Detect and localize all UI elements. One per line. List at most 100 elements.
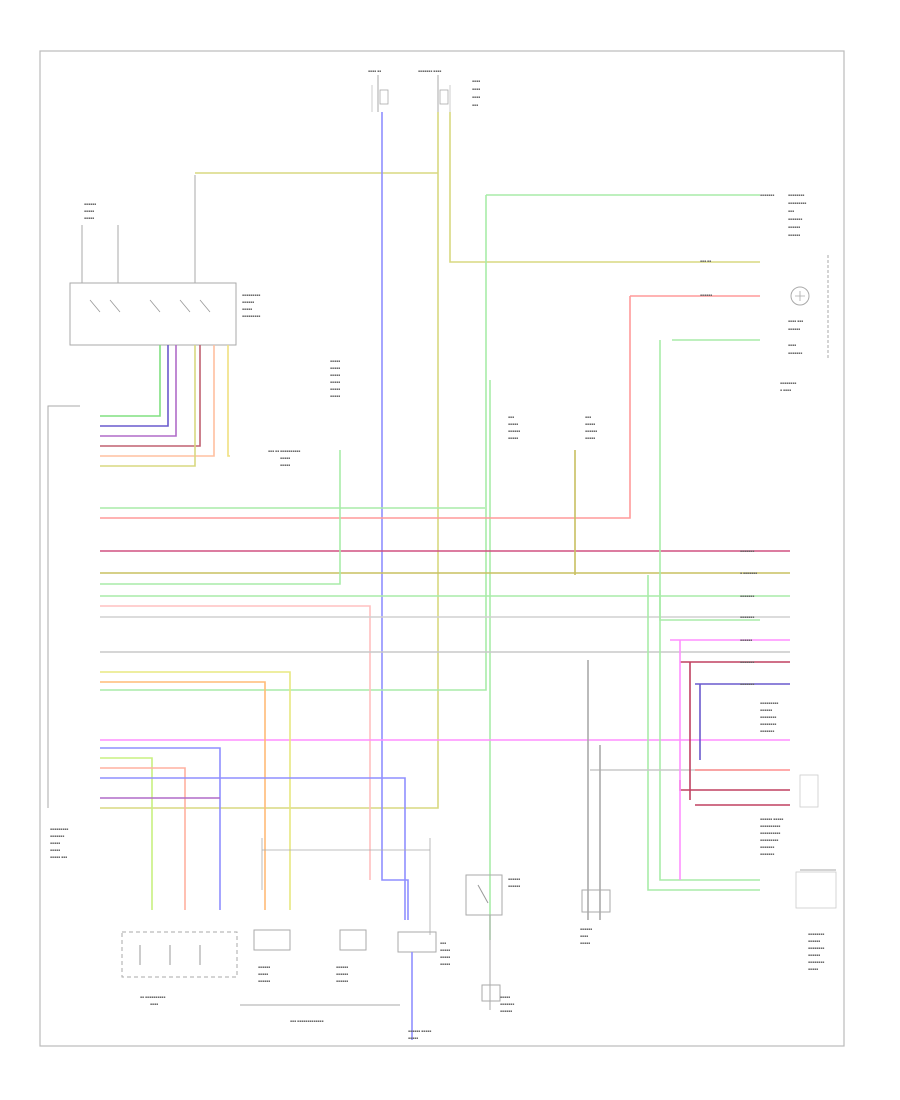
svg-text:▪▪▪▪▪: ▪▪▪▪▪: [50, 841, 60, 845]
svg-text:▪▪▪▪▪▪▪▪▪: ▪▪▪▪▪▪▪▪▪: [760, 838, 778, 842]
diagram-border: [39, 50, 845, 1047]
svg-text:▪▪▪: ▪▪▪: [472, 103, 478, 107]
svg-text:▪▪▪▪▪▪: ▪▪▪▪▪▪: [700, 293, 712, 297]
svg-text:▪▪▪▪▪▪▪: ▪▪▪▪▪▪▪: [740, 549, 754, 553]
svg-text:▪▪▪▪▪▪▪ ▪▪▪▪: ▪▪▪▪▪▪▪ ▪▪▪▪: [418, 69, 441, 73]
svg-text:▪▪▪▪: ▪▪▪▪: [472, 79, 480, 83]
svg-text:▪▪▪▪▪: ▪▪▪▪▪: [408, 1036, 418, 1040]
svg-text:▪▪▪▪▪▪▪▪▪: ▪▪▪▪▪▪▪▪▪: [242, 293, 260, 297]
svg-text:▪▪▪▪: ▪▪▪▪: [788, 343, 796, 347]
svg-text:▪▪▪: ▪▪▪: [440, 941, 446, 945]
svg-text:▪▪▪▪▪▪▪▪▪: ▪▪▪▪▪▪▪▪▪: [788, 201, 806, 205]
svg-text:▪▪▪▪▪▪: ▪▪▪▪▪▪: [508, 884, 520, 888]
svg-text:▪▪▪▪▪▪▪: ▪▪▪▪▪▪▪: [760, 852, 774, 856]
svg-text:▪▪▪▪▪▪ ▪▪▪▪▪: ▪▪▪▪▪▪ ▪▪▪▪▪: [760, 817, 783, 821]
svg-text:▪▪▪▪▪: ▪▪▪▪▪: [84, 216, 94, 220]
svg-text:▪▪▪▪ ▪▪▪: ▪▪▪▪ ▪▪▪: [788, 319, 803, 323]
svg-text:▪▪▪▪▪▪: ▪▪▪▪▪▪: [336, 965, 348, 969]
svg-text:▪▪▪▪▪▪: ▪▪▪▪▪▪: [788, 225, 800, 229]
svg-text:▪▪▪▪▪▪: ▪▪▪▪▪▪: [585, 429, 597, 433]
svg-text:▪▪▪▪▪▪▪: ▪▪▪▪▪▪▪: [740, 615, 754, 619]
svg-text:▪▪▪▪▪ ▪▪▪: ▪▪▪▪▪ ▪▪▪: [50, 855, 67, 859]
svg-text:▪▪▪▪▪: ▪▪▪▪▪: [580, 941, 590, 945]
svg-text:▪▪▪▪▪: ▪▪▪▪▪: [440, 962, 450, 966]
svg-text:▪▪▪▪▪▪: ▪▪▪▪▪▪: [808, 939, 820, 943]
svg-text:▪▪▪▪: ▪▪▪▪: [580, 934, 588, 938]
svg-text:▪▪▪▪▪▪: ▪▪▪▪▪▪: [258, 979, 270, 983]
svg-text:▪▪▪▪▪▪: ▪▪▪▪▪▪: [336, 979, 348, 983]
data-link-connector: [790, 255, 829, 360]
svg-text:▪▪▪▪▪: ▪▪▪▪▪: [258, 972, 268, 976]
svg-text:▪▪▪▪▪▪: ▪▪▪▪▪▪: [508, 429, 520, 433]
svg-text:▪▪▪▪▪: ▪▪▪▪▪: [242, 307, 252, 311]
svg-text:▪▪▪▪▪: ▪▪▪▪▪: [440, 955, 450, 959]
svg-text:▪▪▪▪▪▪▪: ▪▪▪▪▪▪▪: [788, 351, 802, 355]
svg-text:▪▪▪▪▪▪: ▪▪▪▪▪▪: [258, 965, 270, 969]
svg-text:▪▪▪▪▪: ▪▪▪▪▪: [330, 380, 340, 384]
fuse-block: ▪▪▪▪ ▪▪ ▪▪▪▪▪▪▪ ▪▪▪▪ ▪▪▪▪ ▪▪▪▪ ▪▪▪▪ ▪▪▪: [368, 69, 480, 112]
svg-text:▪▪▪▪▪▪▪▪▪▪: ▪▪▪▪▪▪▪▪▪▪: [760, 824, 780, 828]
svg-text:▪▪▪: ▪▪▪: [585, 415, 591, 419]
svg-text:▪▪▪▪▪: ▪▪▪▪▪: [508, 436, 518, 440]
svg-text:▪▪▪▪▪▪▪: ▪▪▪▪▪▪▪: [760, 729, 774, 733]
svg-text:▪▪▪▪▪▪: ▪▪▪▪▪▪: [740, 638, 752, 642]
svg-text:▪▪▪▪▪▪▪: ▪▪▪▪▪▪▪: [740, 682, 754, 686]
svg-text:▪▪▪▪▪▪: ▪▪▪▪▪▪: [760, 708, 772, 712]
svg-text:▪▪▪▪▪: ▪▪▪▪▪: [440, 948, 450, 952]
svg-text:▪▪▪▪▪: ▪▪▪▪▪: [280, 456, 290, 460]
svg-text:▪▪▪: ▪▪▪: [508, 415, 514, 419]
vehicle-speed-sensor: [465, 874, 503, 1010]
svg-text:▪ ▪▪▪▪▪▪▪: ▪ ▪▪▪▪▪▪▪: [740, 571, 757, 575]
svg-text:▪▪▪▪▪▪▪▪: ▪▪▪▪▪▪▪▪: [808, 932, 824, 936]
svg-text:▪▪▪▪▪▪: ▪▪▪▪▪▪: [788, 327, 800, 331]
svg-text:▪▪▪▪▪▪▪: ▪▪▪▪▪▪▪: [760, 193, 774, 197]
svg-text:▪▪▪▪▪: ▪▪▪▪▪: [330, 366, 340, 370]
svg-text:▪▪▪▪▪▪▪▪▪: ▪▪▪▪▪▪▪▪▪: [242, 314, 260, 318]
svg-text:▪▪▪▪▪▪: ▪▪▪▪▪▪: [580, 927, 592, 931]
engine-control-module: [795, 774, 837, 909]
transmission-control-module: ▪▪▪▪▪▪▪▪▪ ▪▪▪▪▪▪▪ ▪▪▪▪▪ ▪▪▪▪▪ ▪▪▪▪▪ ▪▪▪: [47, 405, 80, 859]
lock-up-solenoid: [397, 931, 437, 1040]
svg-text:▪▪▪▪▪: ▪▪▪▪▪: [280, 463, 290, 467]
svg-text:▪▪▪▪▪▪▪: ▪▪▪▪▪▪▪: [740, 594, 754, 598]
illegible-labels: ▪▪▪▪▪▪▪ ▪▪▪▪▪▪▪▪ ▪▪▪▪▪▪▪▪▪ ▪▪▪ ▪▪▪▪▪▪▪ ▪…: [140, 193, 824, 1040]
svg-text:▪▪▪▪▪: ▪▪▪▪▪: [585, 422, 595, 426]
svg-text:▪▪▪▪▪▪▪▪▪▪: ▪▪▪▪▪▪▪▪▪▪: [760, 831, 780, 835]
svg-text:▪▪ ▪▪▪▪▪▪▪▪▪▪: ▪▪ ▪▪▪▪▪▪▪▪▪▪: [140, 995, 165, 999]
transmission-range-switch: ▪▪▪▪▪▪ ▪▪▪▪▪ ▪▪▪▪▪ ▪▪▪▪▪▪▪▪▪ ▪▪▪▪▪▪ ▪▪▪▪…: [69, 175, 260, 346]
brake-switch: [581, 889, 611, 913]
svg-text:▪▪▪▪▪: ▪▪▪▪▪: [508, 422, 518, 426]
svg-text:▪▪▪▪▪▪: ▪▪▪▪▪▪: [500, 1009, 512, 1013]
shift-solenoids: [121, 838, 431, 1006]
svg-text:▪▪▪▪▪▪: ▪▪▪▪▪▪: [336, 972, 348, 976]
svg-text:▪▪▪▪▪▪: ▪▪▪▪▪▪: [788, 233, 800, 237]
svg-text:▪▪▪ ▪▪: ▪▪▪ ▪▪: [268, 449, 279, 453]
svg-text:▪▪▪▪▪: ▪▪▪▪▪: [330, 394, 340, 398]
svg-text:▪▪▪▪▪▪▪: ▪▪▪▪▪▪▪: [740, 660, 754, 664]
svg-text:▪▪▪▪▪▪: ▪▪▪▪▪▪: [84, 202, 96, 206]
svg-text:▪▪▪ ▪▪: ▪▪▪ ▪▪: [700, 259, 711, 263]
svg-text:▪▪▪▪▪▪: ▪▪▪▪▪▪: [508, 877, 520, 881]
svg-text:▪▪▪: ▪▪▪: [788, 209, 794, 213]
svg-text:▪▪▪▪▪▪ ▪▪▪▪▪: ▪▪▪▪▪▪ ▪▪▪▪▪: [408, 1029, 431, 1033]
svg-text:▪▪▪▪▪: ▪▪▪▪▪: [84, 209, 94, 213]
svg-text:▪▪▪▪▪: ▪▪▪▪▪: [330, 387, 340, 391]
svg-text:▪▪▪▪▪: ▪▪▪▪▪: [330, 373, 340, 377]
svg-text:▪▪▪▪▪▪▪▪: ▪▪▪▪▪▪▪▪: [760, 715, 776, 719]
svg-text:▪▪▪▪▪▪▪▪: ▪▪▪▪▪▪▪▪: [808, 960, 824, 964]
svg-text:▪▪▪▪▪▪▪: ▪▪▪▪▪▪▪: [500, 1002, 514, 1006]
svg-text:▪▪▪▪▪▪▪▪: ▪▪▪▪▪▪▪▪: [788, 193, 804, 197]
wire-harness: [100, 112, 790, 940]
svg-text:▪▪▪▪: ▪▪▪▪: [472, 87, 480, 91]
svg-text:▪▪▪ ▪▪▪▪▪▪▪▪▪▪▪▪▪: ▪▪▪ ▪▪▪▪▪▪▪▪▪▪▪▪▪: [290, 1019, 324, 1023]
svg-text:▪▪▪▪▪▪▪: ▪▪▪▪▪▪▪: [760, 845, 774, 849]
svg-text:▪▪▪▪: ▪▪▪▪: [150, 1002, 158, 1006]
svg-text:▪▪▪▪▪: ▪▪▪▪▪: [500, 995, 510, 999]
svg-text:▪▪▪▪▪: ▪▪▪▪▪: [808, 967, 818, 971]
svg-text:▪▪▪▪ ▪▪: ▪▪▪▪ ▪▪: [368, 69, 381, 73]
svg-text:▪▪▪▪▪: ▪▪▪▪▪: [50, 848, 60, 852]
svg-text:▪▪▪▪▪▪▪▪: ▪▪▪▪▪▪▪▪: [780, 381, 796, 385]
svg-text:▪ ▪▪▪▪: ▪ ▪▪▪▪: [780, 388, 791, 392]
svg-text:▪▪▪▪▪▪: ▪▪▪▪▪▪: [242, 300, 254, 304]
